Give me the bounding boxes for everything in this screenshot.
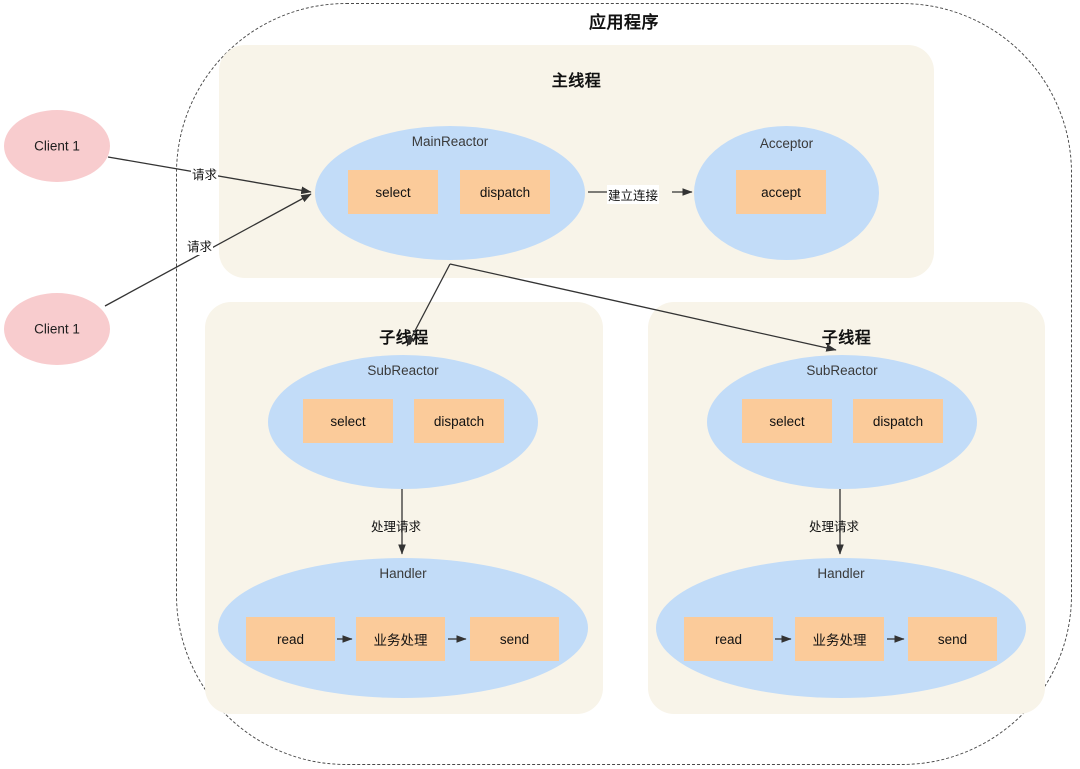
handler-right-label: Handler (817, 566, 865, 581)
sub-reactor-right-dispatch-box[interactable]: dispatch (853, 399, 943, 443)
edge-label-request-top: 请求 (191, 164, 219, 183)
edge-label-handle-request-right: 处理请求 (809, 520, 860, 534)
handler-left-read-box[interactable]: read (246, 617, 335, 661)
client-1-top-label: Client 1 (34, 138, 80, 154)
application-title: 应用程序 (589, 13, 659, 32)
sub-reactor-left-dispatch-box[interactable]: dispatch (414, 399, 504, 443)
client-1-bottom[interactable]: Client 1 (4, 293, 110, 365)
sub-thread-right-title: 子线程 (821, 330, 872, 347)
acceptor-accept-box[interactable]: accept (736, 170, 826, 214)
main-reactor-label: MainReactor (411, 134, 489, 149)
application-boundary (176, 3, 1072, 765)
edge-label-establish-connection: 建立连接 (607, 185, 660, 204)
handler-left-label: Handler (379, 566, 427, 581)
main-reactor-dispatch-box[interactable]: dispatch (460, 170, 550, 214)
client-1-bottom-label: Client 1 (34, 321, 80, 337)
sub-reactor-left-select-box[interactable]: select (303, 399, 393, 443)
handler-left-send-box[interactable]: send (470, 617, 559, 661)
handler-right-send-box[interactable]: send (908, 617, 997, 661)
main-thread-title: 主线程 (551, 73, 602, 90)
handler-right-read-box[interactable]: read (684, 617, 773, 661)
acceptor-label: Acceptor (759, 136, 814, 151)
sub-reactor-right-label: SubReactor (806, 363, 878, 378)
sub-reactor-right-select-box[interactable]: select (742, 399, 832, 443)
edge-label-handle-request-left: 处理请求 (371, 520, 422, 534)
handler-right-business-box[interactable]: 业务处理 (795, 617, 884, 661)
sub-thread-left-title: 子线程 (379, 330, 429, 347)
main-reactor-select-box[interactable]: select (348, 170, 438, 214)
sub-reactor-left-label: SubReactor (367, 363, 439, 378)
client-1-top[interactable]: Client 1 (4, 110, 110, 182)
handler-left-business-box[interactable]: 业务处理 (356, 617, 445, 661)
edge-label-request-bottom: 请求 (186, 236, 214, 255)
